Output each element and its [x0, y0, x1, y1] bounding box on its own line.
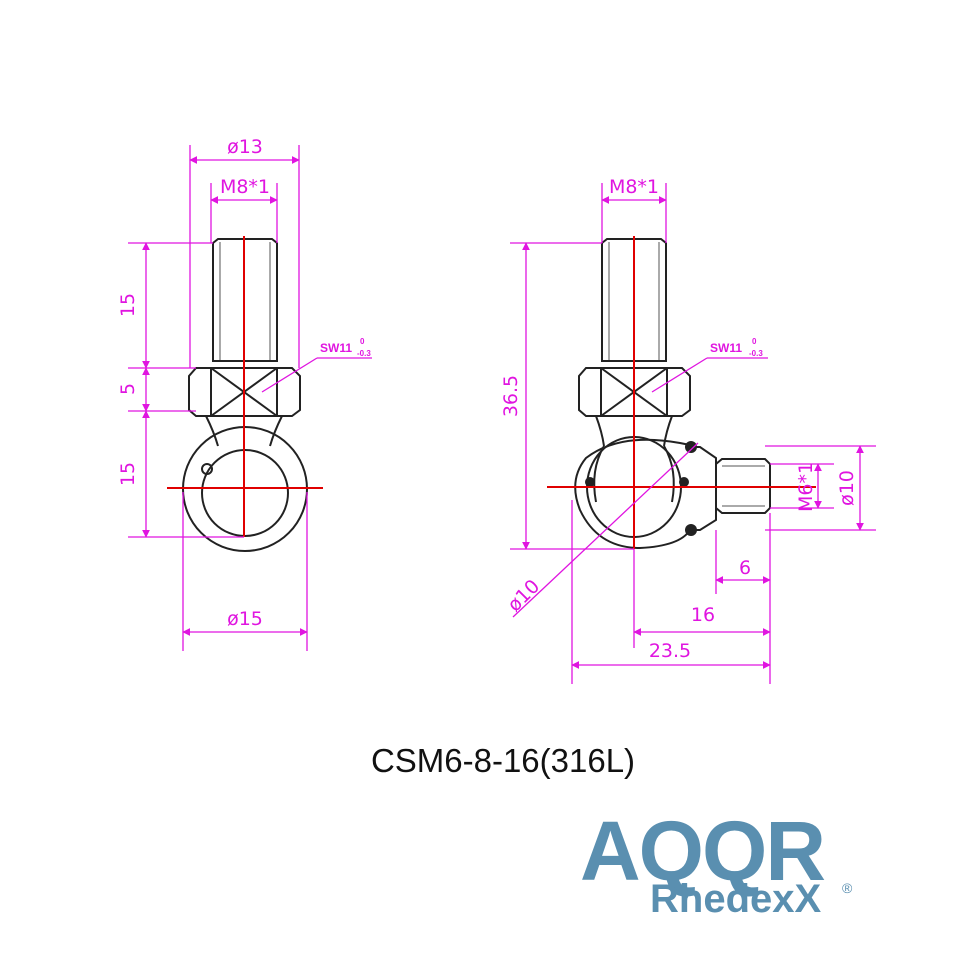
logo-registered-mark: ® [842, 880, 853, 896]
part-number: CSM6-8-16(316L) [371, 742, 635, 779]
side-dim-16: 16 [633, 549, 771, 648]
front-tol-upper: 0 [360, 337, 365, 346]
front-tol-lower: -0.3 [357, 349, 371, 358]
front-dim-eye-diameter: ø15 [182, 492, 308, 651]
side-wrench-label: SW11 [710, 341, 742, 355]
side-dim-ball-diameter: ø10 [503, 442, 699, 618]
side-tol-upper: 0 [752, 337, 757, 346]
front-dim-lengths: 15 5 15 [117, 242, 244, 538]
side-dim-height: 36.5 [500, 242, 634, 550]
side-len-6-label: 6 [739, 557, 751, 579]
front-len-eye-label: 15 [117, 462, 139, 486]
side-height-label: 36.5 [500, 375, 522, 417]
front-dim-head-diameter: ø13 [189, 136, 300, 368]
side-dim-stud: M6*1 ø10 [765, 445, 876, 531]
logo-sub-text: RhedexX [650, 877, 821, 921]
side-len-total-label: 23.5 [649, 640, 691, 662]
front-dia-eye-label: ø15 [227, 608, 263, 630]
front-len-thread-label: 15 [117, 293, 139, 317]
logo-main-text: AQQR [580, 804, 824, 898]
side-thread-label: M8*1 [609, 176, 659, 198]
side-dim-thread: M8*1 [601, 176, 667, 243]
side-wrench-callout: SW11 0 -0.3 [651, 337, 768, 393]
brand-logo: AQQR RhedexX ® [580, 804, 853, 921]
side-tol-lower: -0.3 [749, 349, 763, 358]
side-part-outline [574, 238, 771, 550]
front-thread-label: M8*1 [220, 176, 270, 198]
front-dia-head-label: ø13 [227, 136, 263, 158]
side-stud-thread-label: M6*1 [795, 462, 817, 512]
side-len-16-label: 16 [691, 604, 715, 626]
side-view: M8*1 SW11 0 -0.3 36.5 M6*1 ø10 [500, 176, 876, 684]
front-dim-thread: M8*1 [210, 176, 278, 243]
front-len-hex-label: 5 [117, 383, 139, 395]
front-wrench-label: SW11 [320, 341, 352, 355]
side-dim-23-5: 23.5 [571, 500, 771, 684]
side-ball-dia-label: ø10 [503, 575, 544, 616]
side-stud-dia-label: ø10 [836, 470, 858, 506]
front-wrench-callout: SW11 0 -0.3 [261, 337, 372, 393]
front-view: ø13 M8*1 15 5 15 SW11 0 -0 [117, 136, 372, 651]
side-dim-6: 6 [715, 513, 771, 684]
